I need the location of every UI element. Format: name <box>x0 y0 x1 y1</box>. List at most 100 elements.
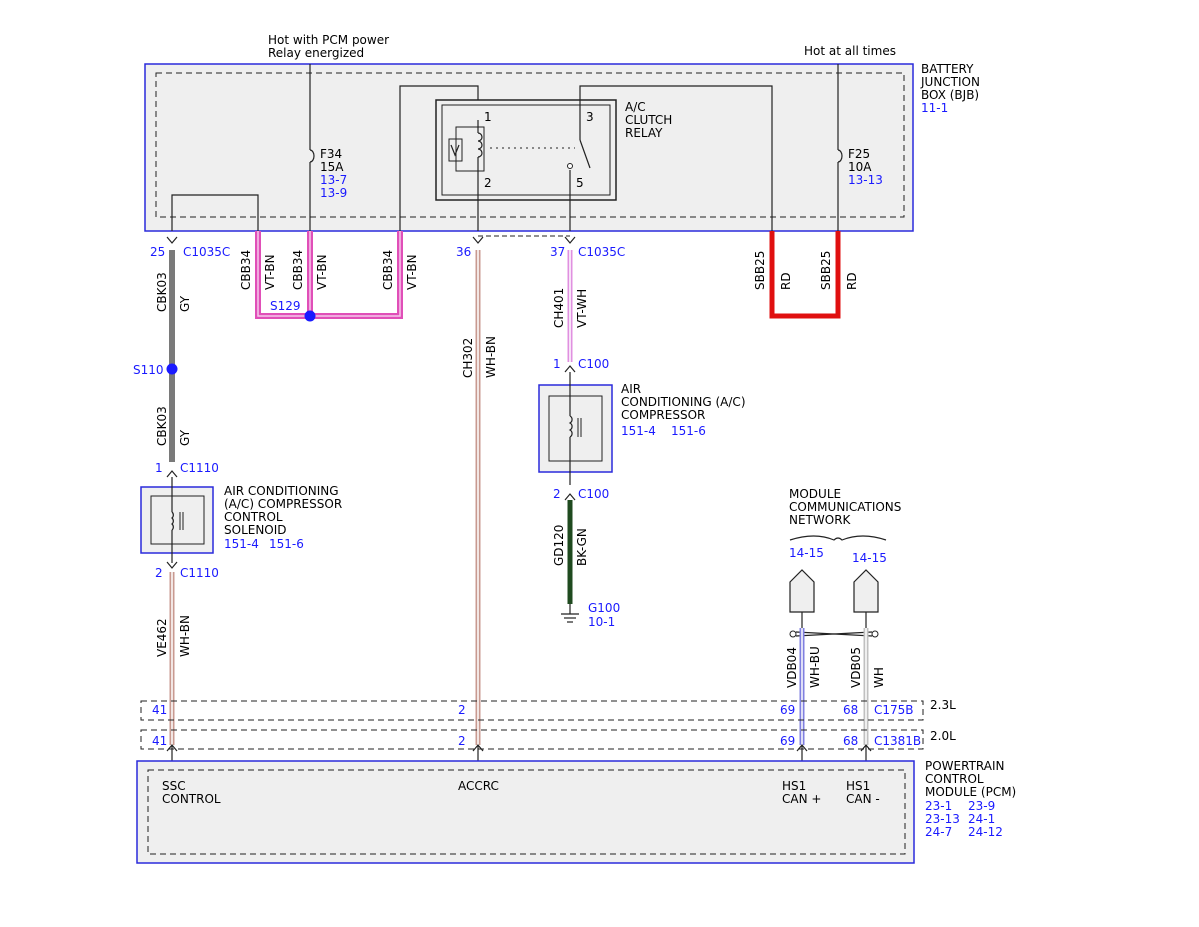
c175b-pin-hs1p: 69 <box>780 703 795 717</box>
relay-name-line3: RELAY <box>625 126 663 140</box>
wire-cbk03-bottom-circuit: CBK03 <box>155 406 169 446</box>
compressor-name-line2: CONDITIONING (A/C) <box>621 395 746 409</box>
c175b-pin-hs1m: 68 <box>843 703 858 717</box>
c1381b-pin-hs1m: 68 <box>843 734 858 748</box>
compressor-ref2: 151-6 <box>671 424 706 438</box>
connector-pin36: 36 <box>456 245 471 259</box>
pcm-pin-hs1p-line2: CAN + <box>782 792 821 806</box>
wire-ve462-color: WH-BN <box>178 615 192 657</box>
wire-gd120-circuit: GD120 <box>552 525 566 566</box>
wire-cbb34-a-color: VT-BN <box>263 254 277 290</box>
c100-bottom-name: C100 <box>578 487 609 501</box>
c175b-pin-ssc: 41 <box>152 703 167 717</box>
relay-coil-icon <box>477 132 483 158</box>
relay-pin5: 5 <box>576 176 584 190</box>
compressor-ref1: 151-4 <box>621 424 656 438</box>
c1110-bottom-pin: 2 <box>155 566 163 580</box>
wire-cbb34-c-color: VT-BN <box>405 254 419 290</box>
c175b-engine: 2.3L <box>930 698 956 712</box>
c1381b-pin-hs1p: 69 <box>780 734 795 748</box>
c1381b-pin-accrc: 2 <box>458 734 466 748</box>
pcm-ref-0: 23-1 <box>925 799 952 813</box>
solenoid-name-line4: SOLENOID <box>224 523 287 537</box>
c1110-top-chevron <box>166 470 178 478</box>
pcm-ref-3: 24-1 <box>968 812 995 826</box>
ground-ref: 10-1 <box>588 615 615 629</box>
pcm-pin-ssc-line1: SSC <box>162 779 186 793</box>
c1110-bottom-chevron <box>166 561 178 569</box>
bjb-ref: 11-1 <box>921 101 948 115</box>
network-ref-left: 14-15 <box>789 546 824 560</box>
wire-cbb34-a-circuit: CBB34 <box>239 250 253 290</box>
wire-ch401-color: VT-WH <box>575 289 589 328</box>
pcm-name-line1: POWERTRAIN <box>925 759 1005 773</box>
c100-top-pin: 1 <box>553 357 561 371</box>
wire-sbb25-a-circuit: SBB25 <box>753 251 767 290</box>
c1035c-right-pin: 37 <box>550 245 565 259</box>
c1110-top-name: C1110 <box>180 461 219 475</box>
solenoid-name-line3: CONTROL <box>224 510 283 524</box>
splice-s129-label: S129 <box>270 299 301 313</box>
wire-cbk03-top-color: GY <box>178 295 192 312</box>
wire-vdb05-color: WH <box>872 667 886 688</box>
powertrain-control-module <box>136 760 915 864</box>
ground-name: G100 <box>588 601 620 615</box>
c1381b-engine: 2.0L <box>930 729 956 743</box>
fuse-f34-ref1: 13-7 <box>320 173 347 187</box>
wire-ch401-circuit: CH401 <box>552 288 566 328</box>
ac-compressor <box>538 372 613 485</box>
relay-diode-icon <box>448 138 463 162</box>
ac-compressor-control-solenoid <box>140 477 214 563</box>
relay-switch-icon <box>579 139 591 169</box>
c175b-pin-accrc: 2 <box>458 703 466 717</box>
c1381b-pin-ssc: 41 <box>152 734 167 748</box>
network-ref-right: 14-15 <box>852 551 887 565</box>
fuse-f34-rating: 15A <box>320 160 344 174</box>
solenoid-coil-icon <box>171 511 174 531</box>
network-brace <box>789 535 887 541</box>
twisted-pair-icon <box>789 630 879 638</box>
wire-ch302-circuit: CH302 <box>461 338 475 378</box>
wire-cbb34-c-circuit: CBB34 <box>381 250 395 290</box>
pcm-hot-note-line1: Hot with PCM power <box>268 33 389 47</box>
pcm-ref-5: 24-12 <box>968 825 1003 839</box>
connector-chevrons <box>166 236 576 244</box>
wire-cbk03-bottom-color: GY <box>178 429 192 446</box>
network-name-line1: MODULE <box>789 487 841 501</box>
bjb-inner <box>155 72 905 218</box>
wire-sbb25-b-circuit: SBB25 <box>819 251 833 290</box>
wire-cbb34-b-color: VT-BN <box>315 254 329 290</box>
relay-name-line2: CLUTCH <box>625 113 672 127</box>
bjb-internal-wiring <box>171 64 843 231</box>
bjb-outline <box>144 63 914 232</box>
solenoid-ref1: 151-4 <box>224 537 259 551</box>
pcm-pin-hs1m-line2: CAN - <box>846 792 880 806</box>
wire-sbb25-b-color: RD <box>845 272 859 290</box>
fuse-f25-rating: 10A <box>848 160 872 174</box>
pcm-name-line2: CONTROL <box>925 772 984 786</box>
pcm-name-line3: MODULE (PCM) <box>925 785 1016 799</box>
pcm-ref-4: 24-7 <box>925 825 952 839</box>
c100-bottom-pin: 2 <box>553 487 561 501</box>
connector-c175b-band <box>140 700 924 721</box>
wire-vdb05-circuit: VDB05 <box>849 647 863 688</box>
wire-ve462-circuit: VE462 <box>155 618 169 657</box>
pcm-pin-hs1m-line1: HS1 <box>846 779 870 793</box>
pcm-ref-2: 23-13 <box>925 812 960 826</box>
ac-clutch-relay <box>435 99 617 201</box>
c1110-bottom-name: C1110 <box>180 566 219 580</box>
wire-cbb34-b-circuit: CBB34 <box>291 250 305 290</box>
network-arrow-left <box>789 569 815 613</box>
battery-junction-box <box>144 63 914 232</box>
splice-s129-dot <box>304 310 316 322</box>
solenoid-name-line1: AIR CONDITIONING <box>224 484 339 498</box>
compressor-clutch-coil-icon <box>568 415 573 438</box>
pcm-pin-accrc: ACCRC <box>458 779 499 793</box>
compressor-name-line1: AIR <box>621 382 641 396</box>
wire-sbb25-a-color: RD <box>779 272 793 290</box>
fuse-f34-ref2: 13-9 <box>320 186 347 200</box>
splice-s110-label: S110 <box>133 363 164 377</box>
splice-s110-dot <box>166 363 178 375</box>
compressor-name-line3: COMPRESSOR <box>621 408 705 422</box>
